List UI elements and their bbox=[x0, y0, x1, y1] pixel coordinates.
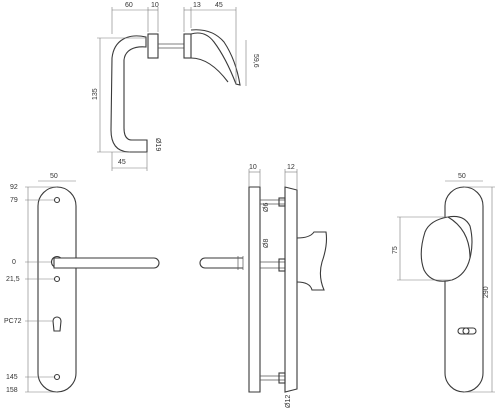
plate-width-label: 50 bbox=[50, 173, 58, 180]
dim-label-45: 45 bbox=[215, 2, 223, 9]
side-dim-d8: Ø8 bbox=[263, 239, 270, 248]
side-dim-d12: Ø12 bbox=[285, 395, 292, 408]
knob-profile bbox=[190, 29, 241, 86]
dim-label-10: 10 bbox=[151, 2, 159, 9]
side-plate-left bbox=[248, 186, 261, 393]
rod-end bbox=[278, 372, 286, 384]
bottom-screw bbox=[53, 373, 61, 381]
rose-width-label: 50 bbox=[458, 173, 466, 180]
mark-0: 0 bbox=[12, 259, 16, 266]
top-view-handle: 60 10 13 45 59,6 135 Ø19 45 bbox=[92, 2, 259, 171]
side-dim-10: 10 bbox=[249, 164, 257, 171]
top-screw bbox=[53, 196, 61, 204]
mark-92: 92 bbox=[10, 184, 18, 191]
dim-label-60: 60 bbox=[125, 2, 133, 9]
rose-height-label: 290 bbox=[483, 286, 490, 298]
side-plate-right bbox=[284, 186, 298, 393]
side-dim-12: 12 bbox=[287, 164, 295, 171]
dim-label-59-6: 59,6 bbox=[252, 54, 259, 68]
dim-label-45-bottom: 45 bbox=[118, 159, 126, 166]
knob-body bbox=[420, 215, 473, 282]
dim-label-13: 13 bbox=[193, 2, 201, 9]
front-plate-view: 50 92 79 0 21,5 PC72 145 158 bbox=[4, 173, 244, 394]
lever-profile bbox=[110, 35, 148, 153]
knob-height-label: 75 bbox=[392, 246, 399, 254]
side-view: 10 12 Ø6 Ø8 Ø12 bbox=[248, 164, 328, 408]
rod-end bbox=[278, 197, 286, 207]
side-dim-d6: Ø6 bbox=[263, 203, 270, 212]
spindle-block-left bbox=[147, 33, 159, 59]
rose-view: 50 290 75 bbox=[392, 173, 495, 393]
rod-end bbox=[278, 258, 286, 272]
cylinder-circle bbox=[462, 327, 470, 335]
small-hole bbox=[53, 275, 61, 283]
knob-inner bbox=[190, 57, 229, 83]
mark-158: 158 bbox=[6, 387, 18, 394]
cylinder-hole bbox=[52, 316, 62, 332]
knob-sweep bbox=[447, 216, 471, 259]
mark-21-5: 21,5 bbox=[6, 276, 20, 283]
spindle-block-right bbox=[183, 33, 192, 59]
backplate bbox=[37, 186, 77, 393]
lever-handle-end bbox=[199, 257, 243, 269]
mark-79: 79 bbox=[10, 197, 18, 204]
dim-label-d19: Ø19 bbox=[154, 138, 161, 151]
dim-label-135: 135 bbox=[92, 88, 99, 100]
mark-pc72: PC72 bbox=[4, 318, 22, 325]
mark-145: 145 bbox=[6, 374, 18, 381]
side-knob bbox=[296, 231, 328, 291]
cylinder-slot bbox=[457, 327, 477, 335]
lever-arm bbox=[53, 257, 160, 269]
